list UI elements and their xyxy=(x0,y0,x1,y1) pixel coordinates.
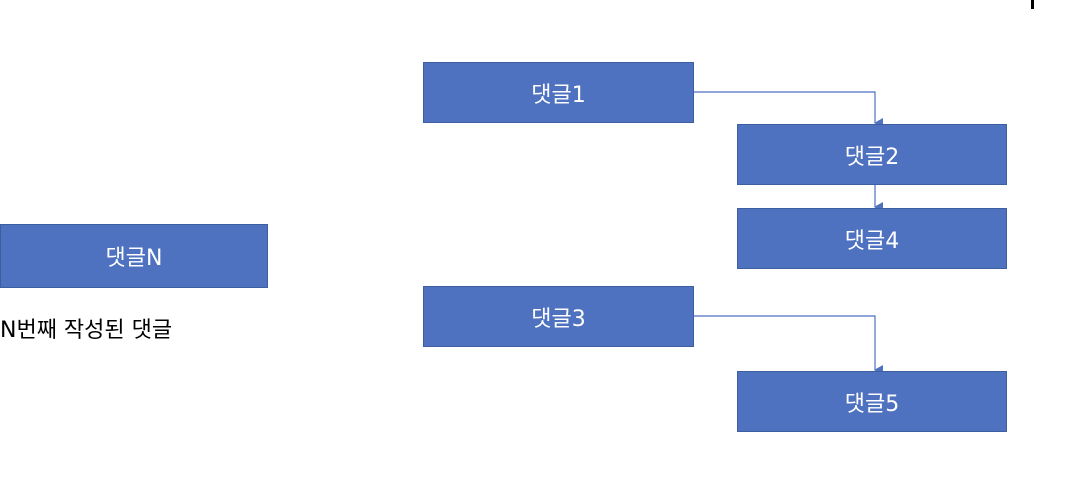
legend-caption: N번째 작성된 댓글 xyxy=(0,318,173,343)
comment-box-3: 댓글3 xyxy=(423,286,694,347)
comment-box-4: 댓글4 xyxy=(737,208,1007,269)
comment-box-2: 댓글2 xyxy=(737,124,1007,185)
comment-box-5: 댓글5 xyxy=(737,371,1007,432)
edge-mark xyxy=(1031,0,1034,9)
connector-1-to-2 xyxy=(694,91,883,128)
connector-3-to-5 xyxy=(694,315,883,375)
comment-box-1: 댓글1 xyxy=(423,62,694,123)
comment-label-3: 댓글3 xyxy=(531,306,586,332)
comment-label-4: 댓글4 xyxy=(844,228,900,254)
legend-box: 댓글N xyxy=(0,224,268,288)
legend-box-label: 댓글N xyxy=(105,246,163,271)
comment-label-1: 댓글1 xyxy=(531,82,586,108)
comment-label-2: 댓글2 xyxy=(844,144,900,170)
comment-label-5: 댓글5 xyxy=(844,391,900,417)
